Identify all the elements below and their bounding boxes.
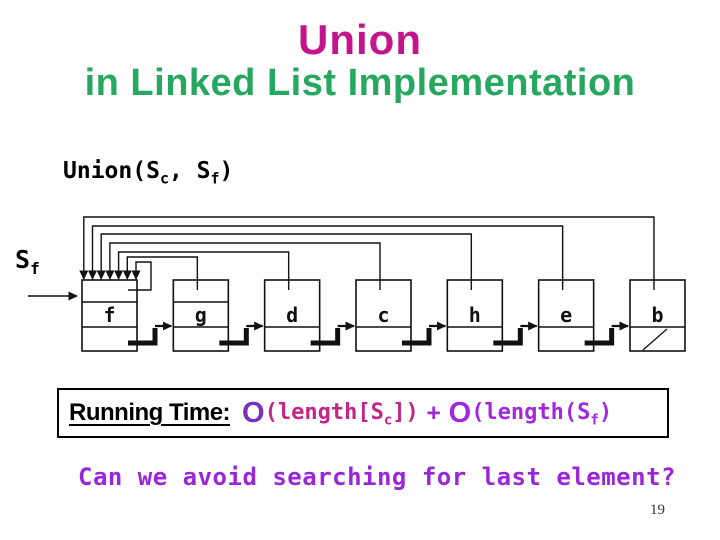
null-pointer-slash (642, 328, 668, 351)
back-pointer-arrow-b (79, 216, 655, 290)
page-subtitle: in Linked List Implementation (84, 62, 636, 104)
next-pointer-tail-c (401, 328, 432, 346)
node-box-b (629, 279, 686, 352)
next-pointer-tail-d (310, 328, 341, 346)
node-box-c (355, 279, 412, 352)
node-box-g (172, 279, 230, 352)
union-call-sub-c: c (159, 169, 169, 188)
term2-sub: f (590, 412, 599, 429)
running-time-term-1: (length[Sc]) (264, 400, 419, 428)
set-pointer-sub: f (30, 259, 40, 278)
term2-open: (length(S (471, 400, 591, 425)
term1-sub: c (383, 412, 393, 429)
back-pointer-arrow-e (88, 225, 564, 290)
term1-open: (length[S (264, 400, 384, 425)
union-call-mid: , S (168, 158, 211, 184)
next-pointer-tail-h (493, 328, 523, 346)
back-pointer-arrow-h (96, 233, 473, 290)
set-pointer-label: Sf (15, 245, 40, 277)
node-label-h: h (469, 303, 481, 327)
union-call-suffix: ) (219, 158, 234, 184)
back-pointer-arrow-f (128, 261, 152, 291)
union-call-label: Union(Sc, Sf) (63, 158, 234, 186)
running-time-term-2: (length(Sf) (471, 400, 613, 428)
term1-close: ]) (392, 400, 419, 425)
next-pointer-tail-g (219, 328, 249, 346)
linked-list-diagram: f g d c h e b (28, 216, 686, 352)
node-label-e: e (560, 303, 572, 327)
next-pointer-tail-e (584, 328, 615, 346)
node-label-d: d (286, 303, 298, 327)
node-box-e (537, 279, 595, 352)
node-label-b: b (651, 303, 663, 327)
page-number: 19 (650, 502, 665, 518)
back-pointer-arrow-g (122, 256, 199, 290)
page-title: Union (298, 16, 422, 63)
node-label-c: c (377, 303, 389, 327)
union-call-prefix: Union(S (63, 158, 160, 184)
big-o-2: O (448, 396, 472, 429)
running-time-box: Running Time: O (length[Sc]) + O (length… (57, 388, 669, 438)
node-box-h (446, 279, 504, 352)
node-box-d (263, 279, 321, 352)
back-pointer-arrow-d (114, 251, 290, 290)
node-label-g: g (195, 303, 207, 327)
union-call-sub-f: f (210, 169, 220, 188)
running-time-label: Running Time: (69, 399, 231, 426)
set-pointer-base: S (15, 245, 31, 274)
back-pointer-arrow-c (105, 242, 381, 290)
node-label-f: f (103, 303, 115, 327)
term2-close: ) (598, 400, 613, 425)
big-o-1: O (242, 396, 265, 429)
next-pointer-tail-f (128, 328, 158, 346)
question-text: Can we avoid searching for last element? (78, 463, 676, 491)
node-box-f (81, 279, 138, 352)
plus-sign: + (426, 400, 441, 426)
